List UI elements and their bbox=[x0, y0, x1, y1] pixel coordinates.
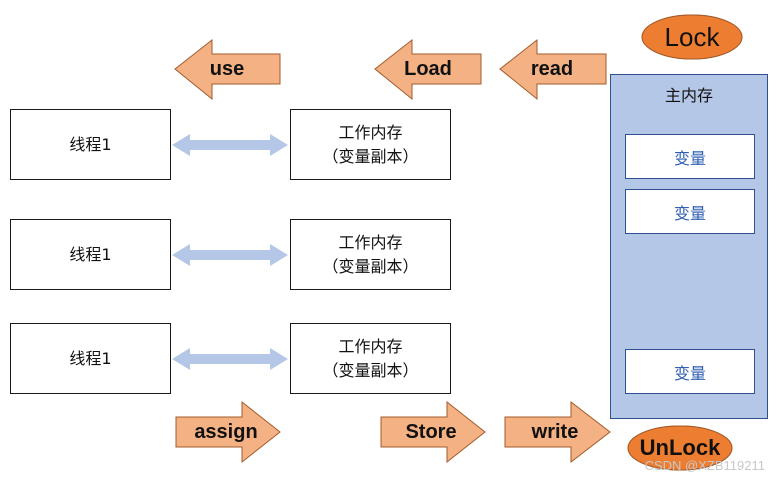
work-memory-title: 工作内存 bbox=[338, 336, 403, 356]
store-arrow-label: Store bbox=[405, 420, 457, 443]
variable-box-2: 变量 bbox=[625, 189, 755, 234]
store-arrow-shape bbox=[380, 400, 486, 464]
variable-label: 变量 bbox=[673, 148, 706, 168]
unlock-label: UnLock bbox=[639, 435, 721, 460]
use-arrow-shape bbox=[174, 38, 281, 101]
work-memory-title: 工作内存 bbox=[338, 122, 403, 142]
thread-label: 线程1 bbox=[69, 134, 112, 154]
main-memory-title: 主内存 bbox=[664, 86, 713, 105]
thread-label: 线程1 bbox=[69, 348, 112, 368]
read-arrow-label: read bbox=[530, 57, 574, 80]
work-memory-subtitle: （变量副本） bbox=[322, 256, 419, 276]
double-arrow-3 bbox=[172, 348, 288, 370]
work-memory-box-3: 工作内存 （变量副本） bbox=[290, 323, 451, 394]
thread-box-1: 线程1 bbox=[10, 109, 171, 180]
variable-box-3: 变量 bbox=[625, 349, 755, 394]
thread-label: 线程1 bbox=[69, 244, 112, 264]
read-arrow-shape bbox=[499, 38, 607, 101]
variable-label: 变量 bbox=[673, 203, 706, 223]
use-arrow-label: use bbox=[209, 57, 245, 80]
thread-box-3: 线程1 bbox=[10, 323, 171, 394]
load-arrow-label: Load bbox=[404, 57, 452, 80]
work-memory-box-1: 工作内存 （变量副本） bbox=[290, 109, 451, 180]
work-memory-title: 工作内存 bbox=[338, 232, 403, 252]
work-memory-subtitle: （变量副本） bbox=[322, 146, 419, 166]
work-memory-box-2: 工作内存 （变量副本） bbox=[290, 219, 451, 290]
watermark: CSDN @XZB119211 bbox=[644, 458, 765, 473]
variable-label: 变量 bbox=[673, 363, 706, 383]
write-arrow-label: write bbox=[531, 420, 579, 443]
assign-arrow-shape bbox=[175, 400, 281, 464]
thread-box-2: 线程1 bbox=[10, 219, 171, 290]
variable-box-1: 变量 bbox=[625, 134, 755, 179]
double-arrow-2 bbox=[172, 244, 288, 266]
load-arrow-shape bbox=[374, 38, 482, 101]
assign-arrow-label: assign bbox=[194, 420, 258, 443]
work-memory-subtitle: （变量副本） bbox=[322, 360, 419, 380]
lock-label: Lock bbox=[664, 21, 720, 52]
double-arrow-1 bbox=[172, 134, 288, 156]
write-arrow-shape bbox=[504, 400, 611, 464]
